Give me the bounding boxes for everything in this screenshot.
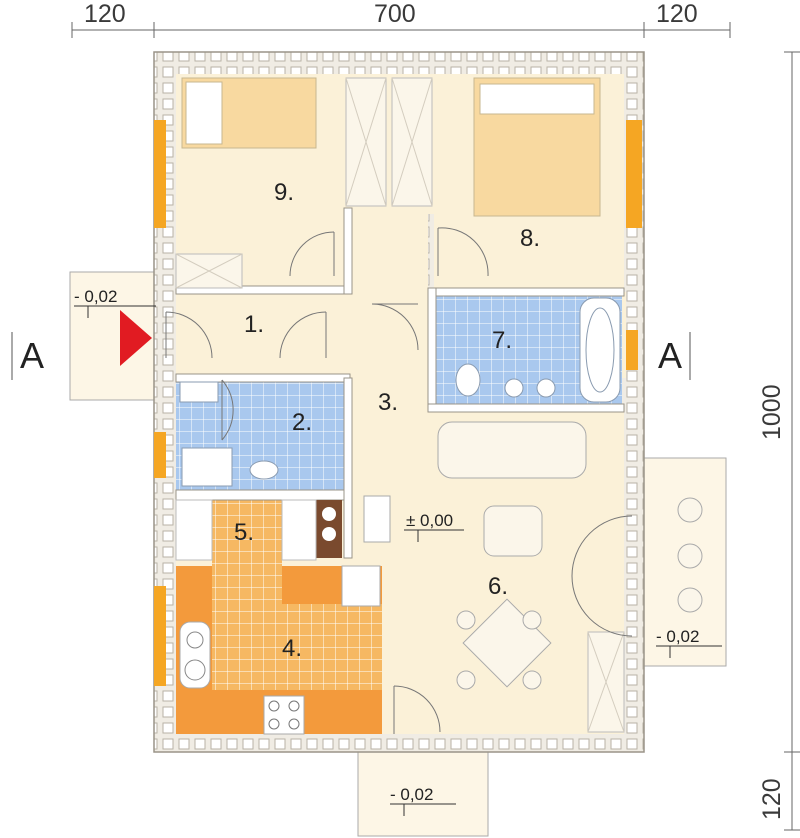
- dim-right-height: 1000: [758, 384, 786, 440]
- level-floor: ± 0,00: [406, 511, 453, 530]
- entry-arrow: [120, 310, 152, 366]
- bottom-terrace: [357, 747, 489, 837]
- kitchen-fixtures: [175, 495, 391, 735]
- doors: [165, 227, 633, 734]
- room-label-4: 4.: [282, 635, 302, 662]
- room-label-8: 8.: [520, 225, 540, 252]
- beds: [181, 77, 601, 217]
- room-label-9: 9.: [274, 179, 294, 206]
- room-label-7: 7.: [492, 327, 512, 354]
- level-marks: [74, 305, 722, 816]
- wardrobes: [175, 77, 625, 733]
- room-label-3: 3.: [378, 389, 398, 416]
- room-label-2: 2.: [292, 409, 312, 436]
- section-right-letter: A: [658, 335, 682, 376]
- living-furniture: [437, 421, 703, 690]
- windows: [154, 120, 642, 686]
- level-right-terrace: - 0,02: [656, 627, 699, 646]
- room-label-1: 1.: [244, 311, 264, 338]
- level-bottom-terrace: - 0,02: [390, 785, 433, 804]
- section-left-letter: A: [20, 335, 44, 376]
- room-label-6: 6.: [488, 573, 508, 600]
- bathroom-fixtures: [179, 297, 621, 487]
- dimension-lines: [71, 22, 800, 831]
- dim-right-bottom: 120: [758, 778, 786, 820]
- dim-top-right: 120: [656, 0, 698, 28]
- section-mark-lines: [11, 332, 691, 380]
- interior-walls: [175, 207, 625, 559]
- dim-top-left: 120: [84, 0, 126, 28]
- dim-top-middle: 700: [374, 0, 416, 28]
- level-entry: - 0,02: [74, 287, 117, 306]
- room-label-5: 5.: [234, 519, 254, 546]
